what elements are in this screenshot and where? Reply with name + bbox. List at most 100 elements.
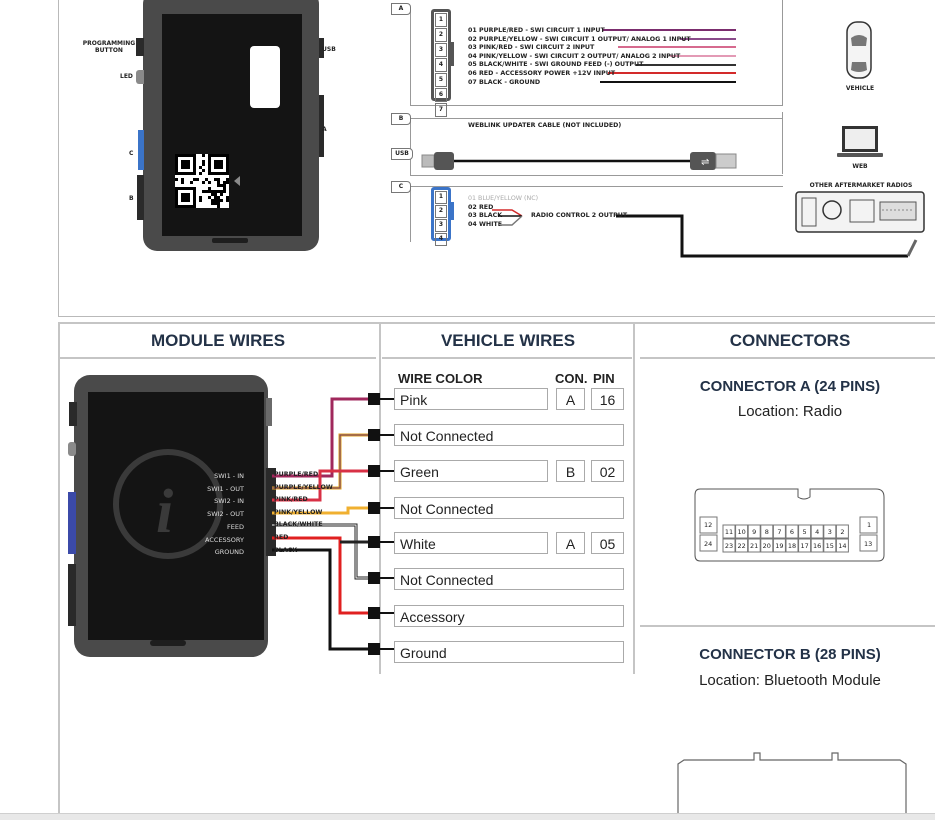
pin-cell-3 bbox=[823, 524, 837, 539]
pin-cell-20 bbox=[760, 538, 774, 553]
vehicle-wires-heading: VEHICLE WIRES bbox=[440, 331, 576, 350]
pin-cell-5 bbox=[798, 524, 812, 539]
pin-cell-16 bbox=[810, 538, 824, 553]
module-wire-labels: PURPLE/RED PURPLE/YELLOW PINK/RED PINK/Y… bbox=[274, 469, 333, 557]
connector-a-bracket bbox=[410, 7, 783, 106]
laptop-graphic bbox=[837, 126, 883, 157]
pin-5: 5 bbox=[803, 528, 807, 536]
pin-cell-7 bbox=[772, 524, 786, 539]
inner-label-swi1-out: SWI1 - OUT bbox=[207, 484, 244, 493]
col-head-con: CON. bbox=[555, 371, 588, 386]
vehicle-row-1-color: Pink bbox=[394, 388, 548, 410]
i-logo: i bbox=[156, 478, 173, 546]
module-device-top-graphic bbox=[143, 0, 319, 251]
pin-18: 18 bbox=[788, 542, 796, 550]
qr-code bbox=[175, 154, 229, 213]
c-label: C bbox=[129, 150, 134, 157]
vehicle-row-4-color: Not Connected bbox=[394, 497, 624, 519]
programming-button[interactable] bbox=[136, 38, 144, 56]
module-wires-heading: MODULE WIRES bbox=[150, 331, 286, 350]
connector-a-bracket-right bbox=[782, 0, 783, 105]
connector-c-pins: 1 2 3 4 bbox=[435, 191, 447, 246]
pin-cell-6 bbox=[785, 524, 799, 539]
b-label: B bbox=[129, 195, 134, 202]
port-a bbox=[319, 95, 324, 157]
connector-a-location: Location: Radio bbox=[737, 403, 843, 420]
pin-23: 23 bbox=[725, 542, 733, 550]
wire-a-01: 01 PURPLE/RED - SWI CIRCUIT 1 INPUT bbox=[468, 27, 605, 34]
pin-16: 16 bbox=[813, 542, 821, 550]
laptop-icon bbox=[836, 124, 884, 165]
vehicle-row-5-color: White bbox=[394, 532, 548, 554]
pin-cell-2 bbox=[835, 524, 849, 539]
pin-7: 7 bbox=[777, 528, 781, 536]
inner-label-swi1-in: SWI1 - IN bbox=[214, 472, 244, 480]
weblink-cable-label: WEBLINK UPDATER CABLE (NOT INCLUDED) bbox=[468, 122, 622, 129]
wire-label-black-white: BLACK/WHITE bbox=[274, 521, 323, 529]
car-graphic bbox=[846, 21, 872, 79]
pin-cell-19 bbox=[772, 538, 786, 553]
pin-15: 15 bbox=[826, 542, 834, 550]
grid-connectors-divider bbox=[640, 625, 935, 627]
col-head-wire-color: WIRE COLOR bbox=[398, 371, 483, 386]
radio-control-output-label: RADIO CONTROL 2 OUTPUT bbox=[531, 212, 628, 219]
pin-cell-14 bbox=[835, 538, 849, 553]
wire-label-purple-yellow: PURPLE/YELLOW bbox=[274, 483, 333, 491]
pin-cell-18 bbox=[785, 538, 799, 553]
connector-a-title: CONNECTOR A (24 PINS) bbox=[699, 378, 881, 395]
connector-c-notch bbox=[449, 202, 454, 220]
col-head-pin: PIN bbox=[593, 371, 615, 386]
grid-head-1 bbox=[58, 357, 376, 359]
radio-control-wires bbox=[492, 209, 918, 258]
vehicle-icon bbox=[843, 18, 875, 87]
port-b bbox=[137, 175, 144, 220]
pin-cell-17 bbox=[798, 538, 812, 553]
pin-cell-22 bbox=[735, 538, 749, 553]
pin-10: 10 bbox=[737, 528, 745, 536]
pin-cell-10 bbox=[735, 524, 749, 539]
pin-cell-9 bbox=[747, 524, 761, 539]
inner-label-swi2-out: SWI2 - OUT bbox=[207, 510, 244, 519]
vehicle-row-1-pin: 16 bbox=[591, 388, 624, 410]
connector-a-wire-lines bbox=[600, 29, 736, 83]
pin-11: 11 bbox=[725, 528, 733, 536]
pin-13: 13 bbox=[864, 540, 872, 548]
connector-a-tag: A bbox=[391, 3, 411, 15]
connectors-heading: CONNECTORS bbox=[729, 331, 851, 350]
bottom-edge-bar bbox=[0, 813, 935, 820]
wire-a-07: 07 BLACK - GROUND bbox=[468, 78, 541, 86]
module-inner-labels: SWI1 - IN SWI1 - OUT SWI2 - IN SWI2 - OU… bbox=[194, 470, 244, 559]
pin-cell-4 bbox=[810, 524, 824, 539]
inner-label-ground: GROUND bbox=[214, 548, 244, 557]
connector-b-bracket bbox=[410, 118, 783, 176]
vehicle-row-3-pin: 02 bbox=[591, 460, 624, 482]
vehicle-row-1-con: A bbox=[556, 388, 585, 410]
pin-cell-11 bbox=[722, 524, 736, 539]
inner-label-feed: FEED bbox=[227, 522, 244, 531]
wire-label-black: BLACK bbox=[274, 546, 298, 554]
connector-a-wire-list: 01 PURPLE/RED - SWI CIRCUIT 1 INPUT 02 P… bbox=[468, 27, 691, 87]
usb-tag: USB bbox=[391, 148, 413, 160]
connector-b-outline-graphic bbox=[677, 752, 907, 819]
radio-graphic bbox=[795, 191, 925, 233]
led-label: LED bbox=[120, 73, 133, 80]
pin-8: 8 bbox=[765, 528, 769, 536]
led-indicator bbox=[136, 70, 144, 84]
vehicle-row-5-con: A bbox=[556, 532, 585, 554]
wire-label-red: RED bbox=[274, 533, 289, 541]
vehicle-row-5-pin: 05 bbox=[591, 532, 624, 554]
grid-col-2 bbox=[633, 322, 635, 674]
grid-left bbox=[58, 322, 60, 819]
wire-a-06: 06 RED - ACCESSORY POWER +12V INPUT bbox=[468, 69, 616, 77]
pin-1: 1 bbox=[867, 521, 871, 529]
port-usb bbox=[319, 38, 324, 58]
connector-c-wire-list: 01 BLUE/YELLOW (NC) 02 RED 03 BLACK 04 W… bbox=[468, 195, 538, 229]
connector-a-notch bbox=[449, 42, 454, 66]
vehicle-row-3-con: B bbox=[556, 460, 585, 482]
connector-b-title: CONNECTOR B (28 PINS) bbox=[699, 646, 881, 663]
connector-b-bracket-right bbox=[782, 112, 783, 174]
pin-9: 9 bbox=[752, 528, 756, 536]
